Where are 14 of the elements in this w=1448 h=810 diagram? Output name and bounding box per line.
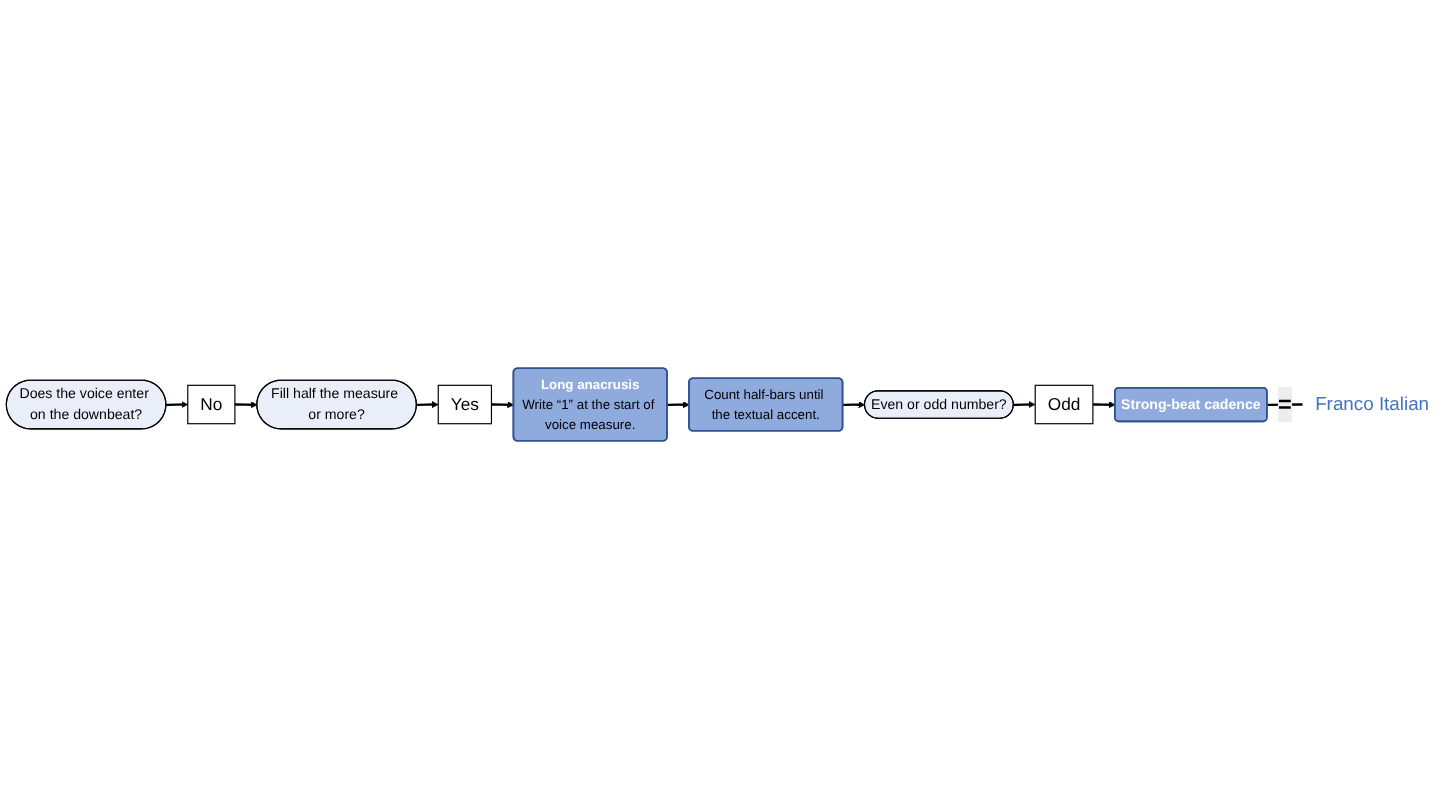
arrow (1092, 401, 1116, 409)
node-text: Franco Italian (1315, 394, 1430, 416)
arrow (234, 401, 258, 409)
node-box: No (187, 385, 236, 425)
node-box: Odd (1034, 385, 1094, 425)
arrow (1013, 401, 1036, 409)
arrow (416, 401, 439, 409)
connector (1267, 403, 1303, 407)
arrow (842, 401, 866, 409)
arrow (667, 401, 690, 409)
edge-label: = (1277, 392, 1292, 418)
arrow (166, 401, 189, 409)
node-box: Yes (437, 385, 493, 425)
arrow (491, 401, 515, 409)
